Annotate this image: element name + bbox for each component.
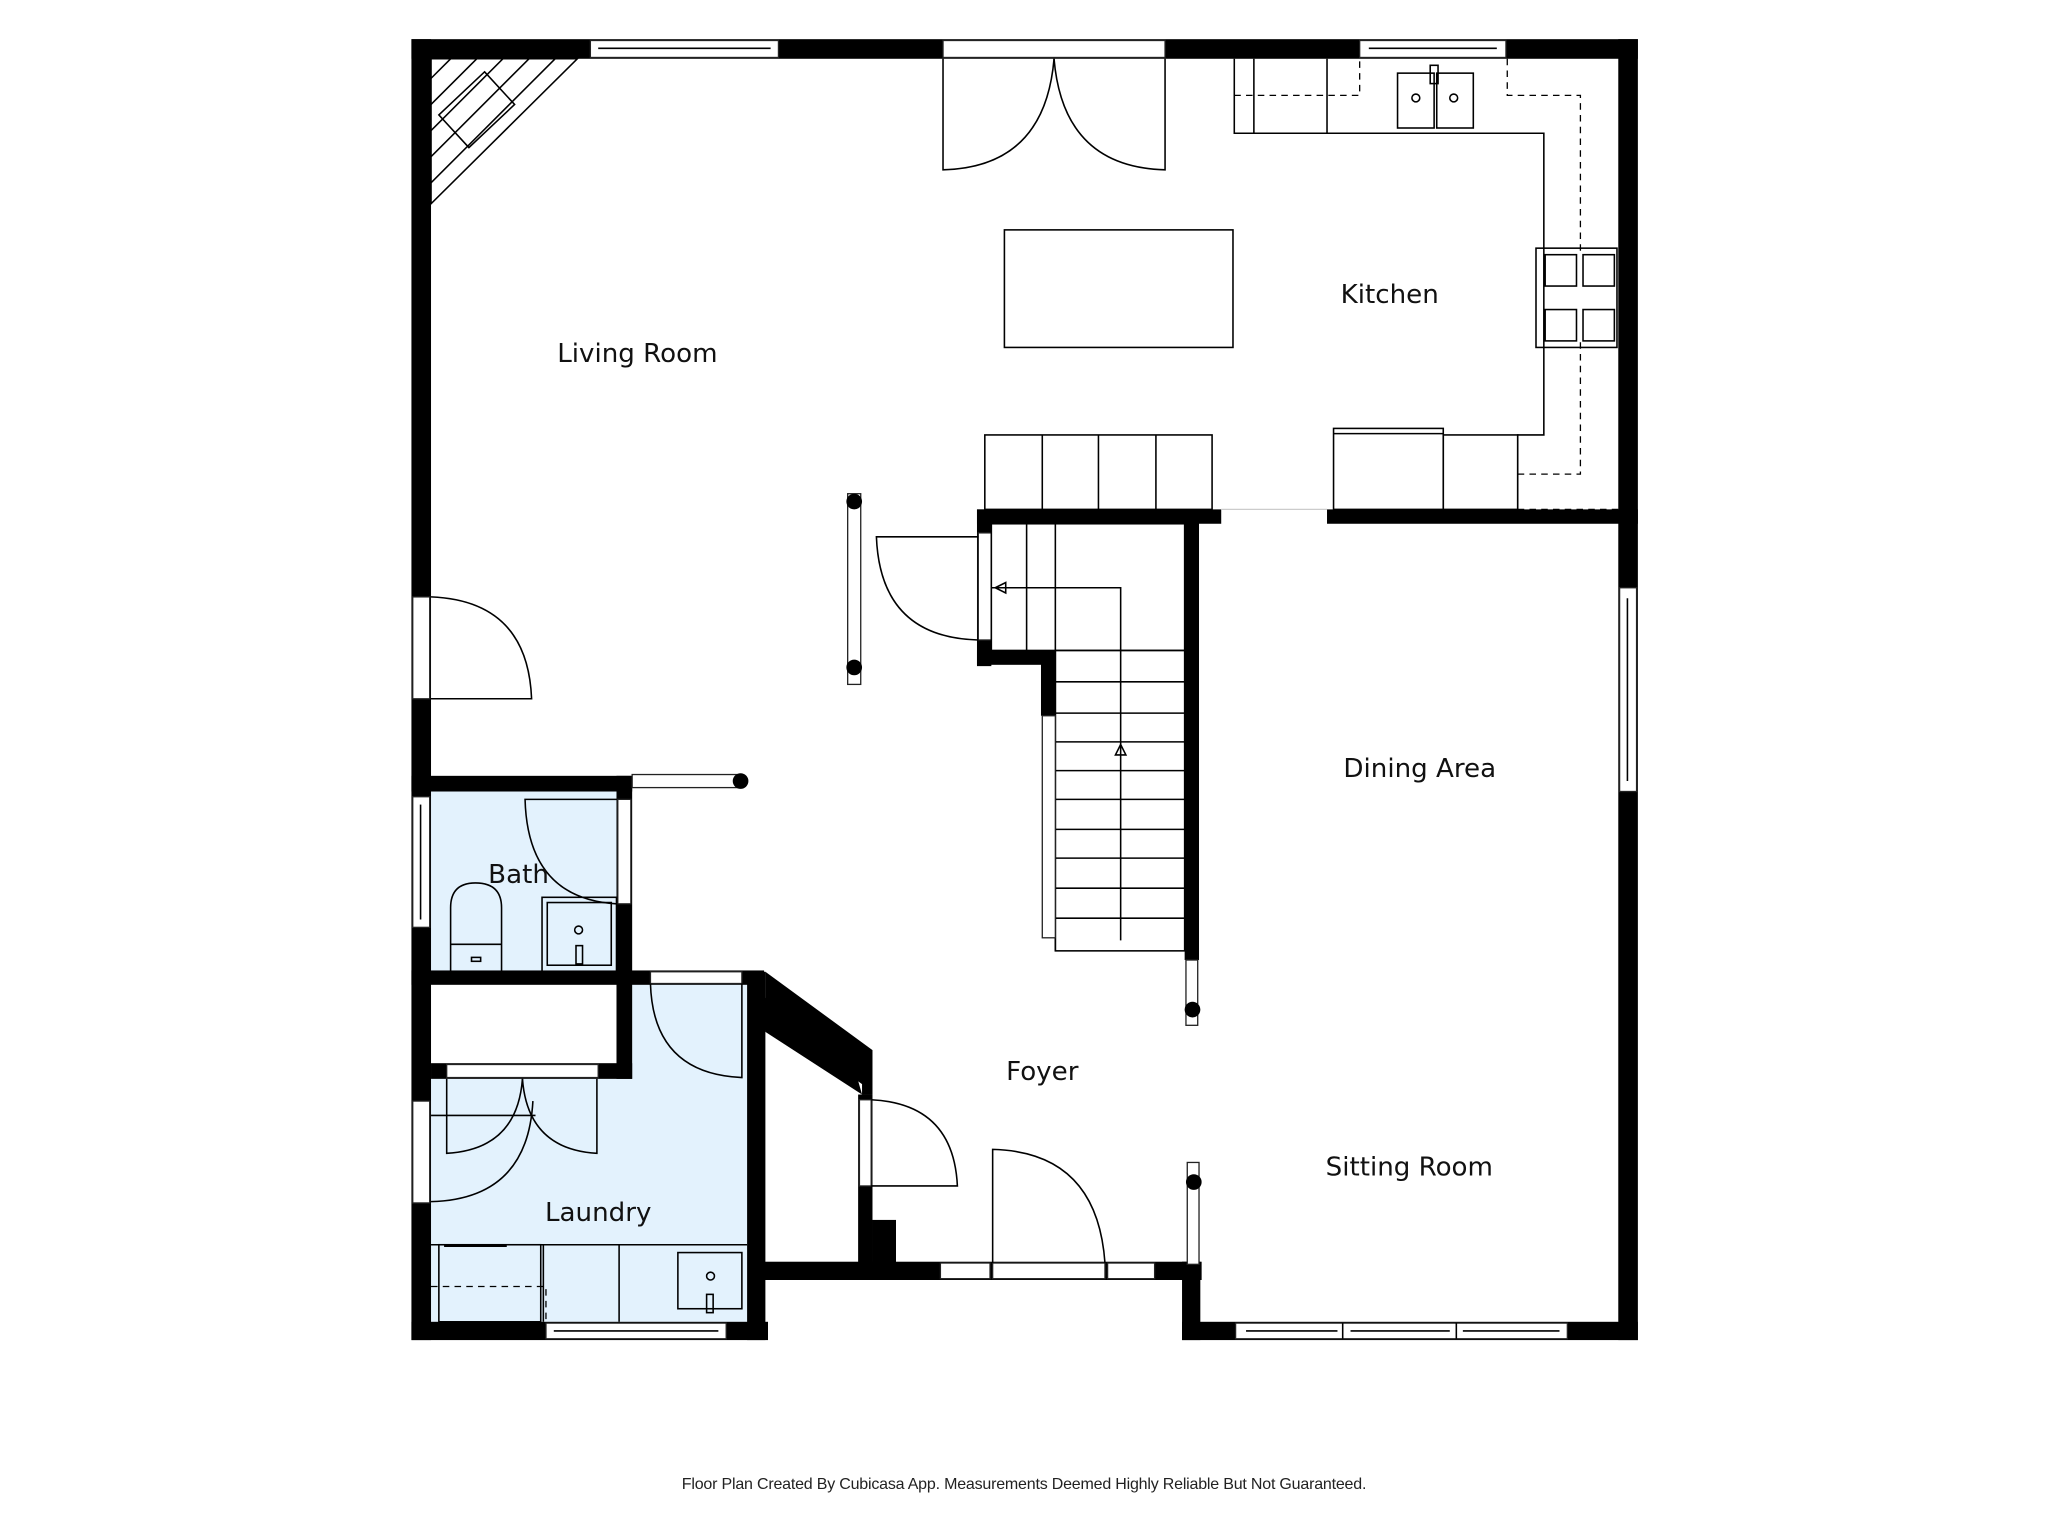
toilet	[449, 882, 503, 972]
kitchen-fixtures	[984, 58, 1619, 511]
windows	[412, 39, 1638, 1340]
bath-fixtures	[449, 882, 618, 973]
doors	[412, 39, 1166, 1280]
door-opening-top	[942, 39, 1166, 59]
bath-sink	[541, 896, 618, 973]
sink-right	[1435, 72, 1475, 129]
footer-disclaimer: Floor Plan Created By Cubicasa App. Meas…	[681, 1476, 1367, 1493]
laundry-floor	[431, 1078, 750, 1322]
door-laundry-top	[649, 983, 743, 1079]
label-bath: Bath	[488, 860, 549, 890]
label-living-room: Living Room	[557, 339, 717, 369]
door-living-left	[430, 596, 533, 700]
stove	[1535, 247, 1618, 349]
wet-room-fills	[431, 788, 750, 1322]
label-dining-area: Dining Area	[1343, 754, 1496, 784]
window-foyer-left	[939, 1262, 991, 1280]
front-door	[991, 1148, 1106, 1264]
door-stair-closet	[875, 536, 979, 641]
label-laundry: Laundry	[545, 1198, 651, 1228]
kitchen-island	[1003, 229, 1234, 349]
laundry-fixtures	[431, 1243, 748, 1323]
laundry-sink	[677, 1251, 743, 1310]
door-laundry-left	[430, 1101, 534, 1203]
french-door-left	[942, 58, 1055, 171]
label-kitchen: Kitchen	[1341, 280, 1439, 310]
posts	[631, 493, 1202, 1265]
window-foyer-right	[1106, 1262, 1156, 1280]
room-labels: Living Room Kitchen Dining Area Bath Foy…	[488, 280, 1496, 1228]
closet-door-left	[445, 1078, 524, 1155]
bath-floor	[431, 788, 617, 972]
door-bath	[524, 798, 617, 905]
sink-left	[1396, 72, 1435, 129]
stair-direction-arrow	[995, 586, 1122, 941]
label-sitting-room: Sitting Room	[1326, 1153, 1493, 1183]
closet-door-right	[521, 1078, 598, 1155]
staircase	[990, 522, 1186, 952]
label-foyer: Foyer	[1006, 1057, 1079, 1087]
door-foyer-closet	[871, 1098, 959, 1187]
fireplace	[430, 57, 580, 206]
french-door-right	[1053, 58, 1166, 171]
